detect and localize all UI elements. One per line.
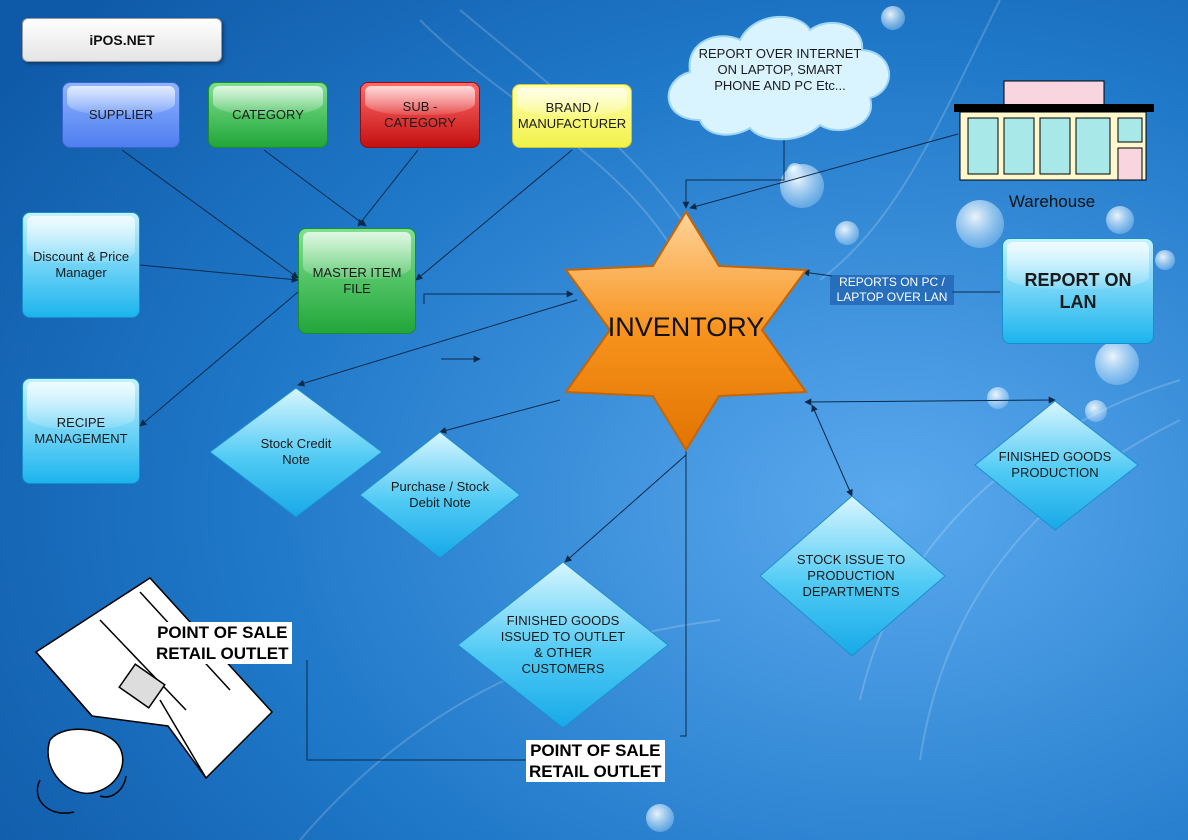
stock-issue-production-label[interactable]: STOCK ISSUE TO PRODUCTION DEPARTMENTS (796, 552, 906, 599)
finished-production-diamond (974, 400, 1139, 531)
diamond-shapes (209, 387, 1139, 729)
finished-goods-production-label[interactable]: FINISHED GOODS PRODUCTION (998, 449, 1112, 480)
sub-category-box[interactable]: SUB - CATEGORY (360, 82, 480, 148)
decorative-bubbles (646, 6, 1175, 832)
star-icon (564, 210, 808, 452)
stock-credit-diamond (209, 387, 383, 518)
purchase-debit-diamond (359, 431, 521, 559)
app-title: iPOS.NET (22, 18, 222, 62)
purchase-debit-note-label[interactable]: Purchase / Stock Debit Note (390, 479, 490, 510)
inventory-label[interactable]: INVENTORY (607, 312, 765, 342)
recipe-management-box[interactable]: RECIPE MANAGEMENT (22, 378, 140, 484)
finished-outlet-diamond (457, 561, 669, 729)
cloud-icon (667, 16, 891, 141)
supplier-box[interactable]: SUPPLIER (62, 82, 180, 148)
warehouse-label: Warehouse (1008, 192, 1096, 211)
discount-price-manager-box[interactable]: Discount & Price Manager (22, 212, 140, 318)
report-on-lan-box[interactable]: REPORT ON LAN (1002, 238, 1154, 344)
retail-counter-icon (34, 577, 274, 814)
reports-pc-label: REPORTS ON PC / LAPTOP OVER LAN (830, 275, 954, 305)
pos-retail-outlet-label-bottom: POINT OF SALE RETAIL OUTLET (526, 740, 665, 782)
stock-credit-note-label[interactable]: Stock Credit Note (260, 436, 332, 467)
cloud-report-text: REPORT OVER INTERNET ON LAPTOP, SMART PH… (698, 46, 862, 93)
master-item-file-box[interactable]: MASTER ITEM FILE (298, 228, 416, 334)
stock-issue-diamond (759, 495, 946, 657)
finished-goods-outlet-label[interactable]: FINISHED GOODS ISSUED TO OUTLET & OTHER … (500, 613, 626, 676)
brand-manufacturer-box[interactable]: BRAND / MANUFACTURER (512, 84, 632, 148)
category-box[interactable]: CATEGORY (208, 82, 328, 148)
warehouse-icon (954, 80, 1154, 181)
pos-retail-outlet-label-left: POINT OF SALE RETAIL OUTLET (153, 622, 292, 664)
